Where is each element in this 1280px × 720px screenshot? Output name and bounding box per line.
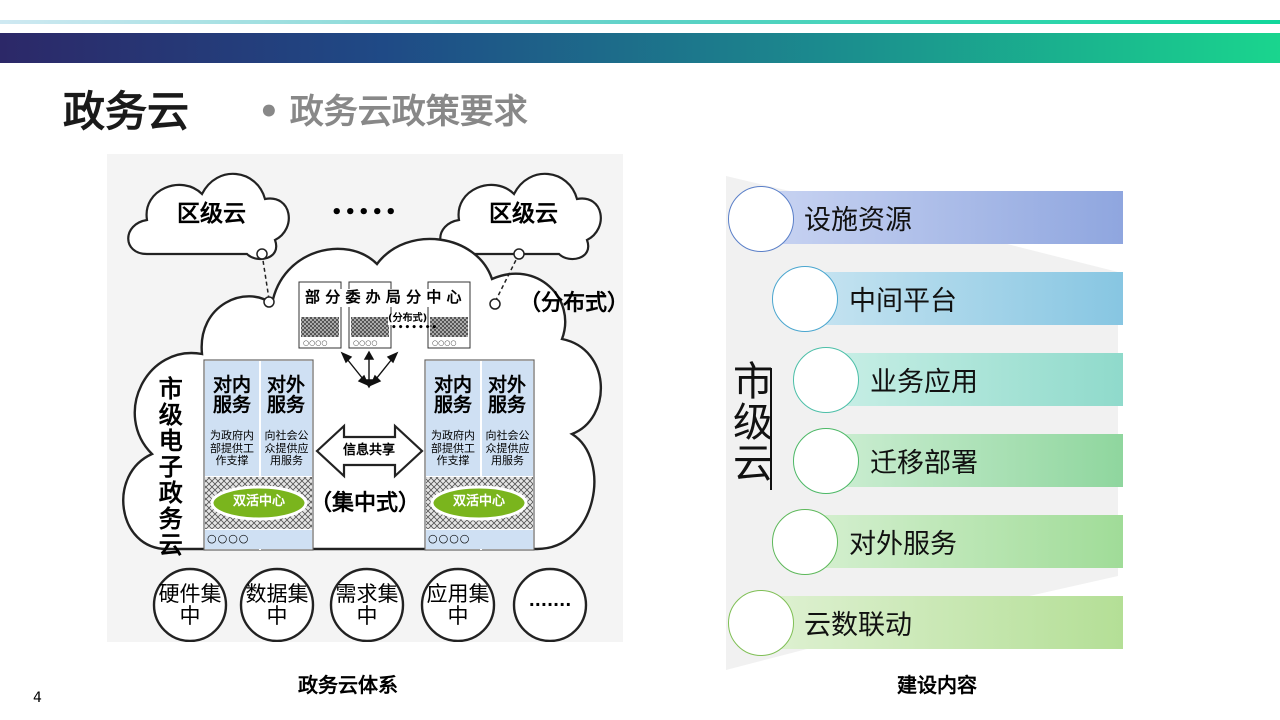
header-accent-line [0,20,1280,24]
district-cloud-right-label: 区级云 [489,201,558,227]
district-cloud-left-shape [127,172,290,261]
page-subtitle: •政务云政策要求 [258,84,528,133]
left-internal-desc: 为政府内部提供工作支撑 [210,429,254,468]
city-cloud-label: 市级电子政务云 [154,376,183,558]
left-active-ellipse [210,485,308,521]
bottom-circle-label-3: 需求集中 [335,581,399,628]
right-active-label: 双活中心 [452,494,505,509]
branch-distributed-note: (分布式) [388,313,428,325]
bottom-circle-label-1: 硬件集中 [158,581,222,628]
construction-caption: 建设内容 [897,673,977,697]
construction-item-label-5: 对外服务 [849,529,957,560]
distributed-label: （分布式） [519,291,630,316]
right-internal-desc: 为政府内部提供工作支撑 [431,429,475,468]
svg-text:○○○○: ○○○○ [432,339,456,347]
left-internal-title: 对内服务 [212,374,251,416]
bottom-circle-3 [329,567,405,642]
construction-item-2: 中间平台 [805,272,1123,325]
construction-item-6: 云数联动 [760,596,1123,649]
construction-circle-6 [728,590,794,656]
connector-node-left-2 [263,296,275,308]
diagram-graphics: ○○○○ ○○○○ ○○○○ [122,172,603,642]
svg-text:○○○○: ○○○○ [303,339,327,347]
gov-cloud-diagram: ○○○○ ○○○○ ○○○○ [107,154,629,642]
construction-item-label-6: 云数联动 [804,610,912,641]
info-share-label: 信息共享 [343,443,396,458]
construction-circle-3 [793,347,859,413]
right-active-ellipse [430,485,528,521]
left-external-title: 对外服务 [266,374,305,416]
district-cloud-right-shape [439,172,602,261]
info-share-arrow [315,423,424,479]
connector-node-right [513,248,525,260]
construction-circle-5 [772,509,838,575]
construction-item-4: 迁移部署 [826,434,1123,487]
district-cloud-left-label: 区级云 [177,201,246,227]
city-cloud-vertical-label: 市级云 [733,359,773,487]
bottom-circle-4 [420,567,496,642]
svg-text:○○○○: ○○○○ [353,339,377,347]
slide-number: 4 [33,690,42,706]
branch-arrows [340,350,399,389]
bottom-circle-label-5: ······· [528,594,572,614]
vertical-label-bracket [770,368,772,490]
construction-circle-1 [728,186,794,252]
right-internal-title: 对内服务 [433,374,472,416]
construction-circle-4 [793,428,859,494]
branch-center-label: 部 分 委 办 局 分 中 心 [303,288,464,307]
bottom-circle-label-4: 应用集中 [426,581,490,628]
construction-item-label-1: 设施资源 [804,205,912,236]
bottom-circle-5 [512,567,588,642]
branch-dots: ••••••• [391,323,439,333]
construction-item-3: 业务应用 [826,353,1123,406]
subtitle-text: 政务云政策要求 [289,92,528,132]
connector-node-right-2 [489,298,501,310]
connector-node-left [256,248,268,260]
construction-item-label-3: 业务应用 [870,367,978,398]
construction-item-label-2: 中间平台 [849,286,957,317]
construction-item-label-4: 迁移部署 [870,448,978,479]
subtitle-bullet: • [258,92,280,132]
page-title: 政务云 [63,87,190,136]
right-port-dots: ○○○○ [428,532,471,545]
construction-circle-2 [772,266,838,332]
construction-item-5: 对外服务 [805,515,1123,568]
bottom-circle-label-2: 数据集中 [245,581,309,628]
centralized-label: （集中式） [310,491,421,516]
construction-item-1: 设施资源 [760,191,1123,244]
top-ellipsis: ••••• [331,202,399,223]
header-band [0,33,1280,63]
right-external-title: 对外服务 [487,374,526,416]
left-active-label: 双活中心 [232,494,285,509]
diagram-caption: 政务云体系 [298,673,398,697]
left-external-desc: 向社会公众提供应用服务 [264,429,309,468]
left-port-dots: ○○○○ [207,532,250,545]
bottom-circle-1 [152,567,228,642]
right-external-desc: 向社会公众提供应用服务 [485,429,530,468]
bottom-circle-2 [239,567,315,642]
